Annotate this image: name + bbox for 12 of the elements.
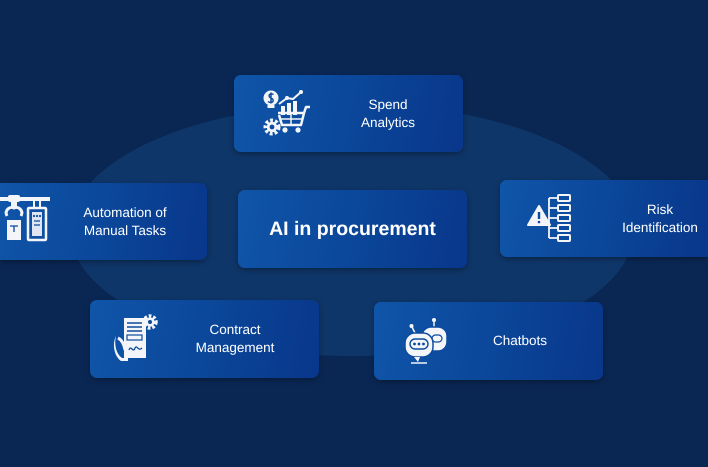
topic-label: Chatbots <box>492 332 548 350</box>
topic-box <box>0 183 207 260</box>
topic-box <box>90 300 319 378</box>
topic-box <box>500 180 708 257</box>
central-topic-box <box>238 190 467 268</box>
topic-label: Automation of Manual Tasks <box>82 204 168 240</box>
topic-label: Spend Analytics <box>360 96 416 132</box>
topic-box <box>234 75 463 152</box>
topic-label: Risk Identification <box>621 200 699 236</box>
central-title: AI in procurement <box>269 217 436 241</box>
topic-box <box>374 302 603 380</box>
topic-label: Contract Management <box>194 321 276 357</box>
